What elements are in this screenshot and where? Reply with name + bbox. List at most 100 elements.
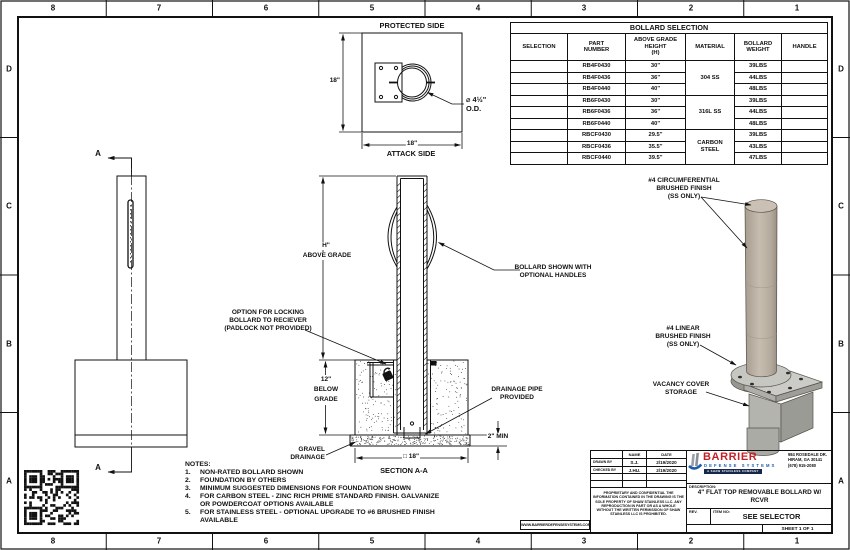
cell-handle: [780, 94, 829, 107]
cell-part-number: RBCF0430: [567, 129, 626, 142]
note-item: 4. FOR CARBON STEEL - ZINC RICH PRIME ST…: [185, 493, 510, 509]
note-number: 3.: [185, 485, 191, 492]
cell-part-number: RB6F0436: [567, 106, 626, 119]
cell-selection: [510, 129, 568, 142]
zone-col-top: 1: [794, 3, 800, 13]
tb-proprietary-note: PROPRIETARY AND CONFIDENTIAL THE INFORMA…: [590, 487, 687, 534]
zone-col-top: 5: [369, 3, 375, 13]
table-row: RB6F0430 30" 316L SS 39LBS: [510, 94, 829, 130]
cell-part-number: RBCF0436: [567, 140, 626, 153]
iso-view: [699, 196, 824, 456]
cell-weight: 48LBS: [734, 83, 782, 96]
zone-col-top: 2: [688, 3, 694, 13]
zone-col-bottom: 6: [263, 536, 269, 546]
cell-selection: [510, 106, 568, 119]
optional-handles-note: BOLLARD SHOWN WITH OPTIONAL HANDLES: [514, 264, 592, 280]
tb-item-value: SEE SELECTOR: [742, 512, 801, 521]
zone-row-right: B: [838, 339, 844, 349]
col-header-material: MATERIAL: [685, 33, 735, 61]
cell-part-number: RBCF0440: [567, 152, 626, 165]
zone-col-bottom: 1: [794, 536, 800, 546]
two-min-dim: 2" MIN: [486, 433, 510, 442]
table-row: RB6F0440 40" 48LBS: [510, 117, 829, 130]
table-row: RBCF0430 29.5" CARBON STEEL 39LBS: [510, 129, 829, 165]
cell-part-number: RB6F0430: [567, 94, 626, 107]
section-marker-top: A: [95, 149, 101, 158]
cell-material: 316L SS: [685, 94, 735, 130]
note-item: 5. FOR STAINLESS STEEL - OPTIONAL UPGRAD…: [185, 509, 510, 525]
cell-part-number: RB4F0440: [567, 83, 626, 96]
base-dim-label: □ 18": [401, 453, 421, 462]
note-text: FOUNDATION BY OTHERS: [200, 477, 287, 484]
section-marker-bottom: A: [95, 463, 101, 472]
section-view: [304, 175, 520, 463]
cell-weight: 47LBS: [734, 152, 782, 165]
note-text: FOR CARBON STEEL - ZINC RICH PRIME STAND…: [200, 493, 440, 508]
plan-width-dim: 18": [405, 140, 419, 149]
website-strip: WWW.BARRIERDEFENSESYSTEMS.COM: [520, 520, 590, 530]
zone-row-right: C: [838, 201, 844, 211]
note-number: 1.: [185, 469, 191, 476]
note-number: 5.: [185, 509, 191, 516]
zone-row-left: B: [6, 339, 12, 349]
table-row: RB4F0440 40" 48LBS: [510, 83, 829, 96]
concrete-stipple-left: [356, 360, 397, 433]
concrete-stipple-right: [427, 360, 468, 435]
tb-empty-cell: [686, 524, 763, 534]
cell-handle: [780, 106, 829, 119]
table-row: RB6F0436 36" 44LBS: [510, 106, 829, 119]
cell-height: 40": [625, 83, 686, 96]
cell-height: 29.5": [625, 129, 686, 142]
drainage-pipe-note: DRAINAGE PIPE PROVIDED: [491, 386, 543, 402]
table-row: RB4F0430 30" 304 SS 39LBS: [510, 60, 829, 96]
cell-height: 36": [625, 71, 686, 84]
cell-selection: [510, 117, 568, 130]
zone-col-bottom: 7: [156, 536, 162, 546]
tb-sheet-label: SHEET 1 OF 1: [762, 524, 833, 534]
note-item: 2. FOUNDATION BY OTHERS: [185, 477, 510, 485]
cell-weight: 44LBS: [734, 71, 782, 84]
cell-handle: [780, 71, 829, 84]
cell-weight: 43LBS: [734, 140, 782, 153]
zone-col-top: 8: [50, 3, 56, 13]
zone-col-bottom: 5: [369, 536, 375, 546]
note-text: MINIMUM SUGGESTED DIMENSIONS FOR FOUNDAT…: [200, 485, 411, 492]
cell-part-number: RB6F0440: [567, 117, 626, 130]
note-item: 3. MINIMUM SUGGESTED DIMENSIONS FOR FOUN…: [185, 485, 510, 493]
cell-handle: [780, 60, 829, 73]
logo-brand-text: BARRIER: [703, 451, 758, 463]
note-item: 1. NON-RATED BOLLARD SHOWN: [185, 469, 510, 477]
cell-selection: [510, 152, 568, 165]
cell-handle: [780, 117, 829, 130]
table-row: RB4F0436 36" 44LBS: [510, 71, 829, 84]
zone-row-right: A: [838, 476, 844, 486]
cell-handle: [780, 140, 829, 153]
zone-row-right: D: [838, 64, 844, 74]
col-header-selection: SELECTION: [510, 33, 568, 61]
cell-selection: [510, 140, 568, 153]
cell-selection: [510, 71, 568, 84]
col-header-handle: HANDLE: [780, 33, 829, 61]
company-address: 984 ROSEDALE DR. HIRAM, GA 30141 (678) 9…: [788, 452, 827, 468]
above-grade-label: ABOVE GRADE: [301, 252, 353, 261]
zone-col-bottom: 4: [475, 536, 481, 546]
bollard-selection-table: BOLLARD SELECTION SELECTION PART NUMBER …: [509, 22, 829, 165]
cell-part-number: RB4F0430: [567, 60, 626, 73]
cell-material: CARBON STEEL: [685, 129, 735, 165]
zone-col-bottom: 3: [581, 536, 587, 546]
cell-handle: [780, 152, 829, 165]
gravel-stipple: [350, 435, 470, 446]
section-aa-label: SECTION A-A: [380, 466, 428, 475]
zone-col-top: 6: [263, 3, 269, 13]
diameter-label: ⌀ 4½" O.D.: [466, 95, 487, 114]
cell-material: 304 SS: [685, 60, 735, 96]
circumferential-finish-note: #4 CIRCUMFERENTIAL BRUSHED FINISH (SS ON…: [648, 177, 720, 201]
table-title: BOLLARD SELECTION: [509, 22, 829, 34]
linear-finish-note: #4 LINEAR BRUSHED FINISH (SS ONLY): [655, 325, 711, 349]
cell-weight: 39LBS: [734, 129, 782, 142]
cell-height: 39.5": [625, 152, 686, 165]
vacancy-cover-note: VACANCY COVER STORAGE: [652, 381, 710, 397]
cell-height: 30": [625, 94, 686, 107]
elevation-view: [74, 155, 188, 475]
